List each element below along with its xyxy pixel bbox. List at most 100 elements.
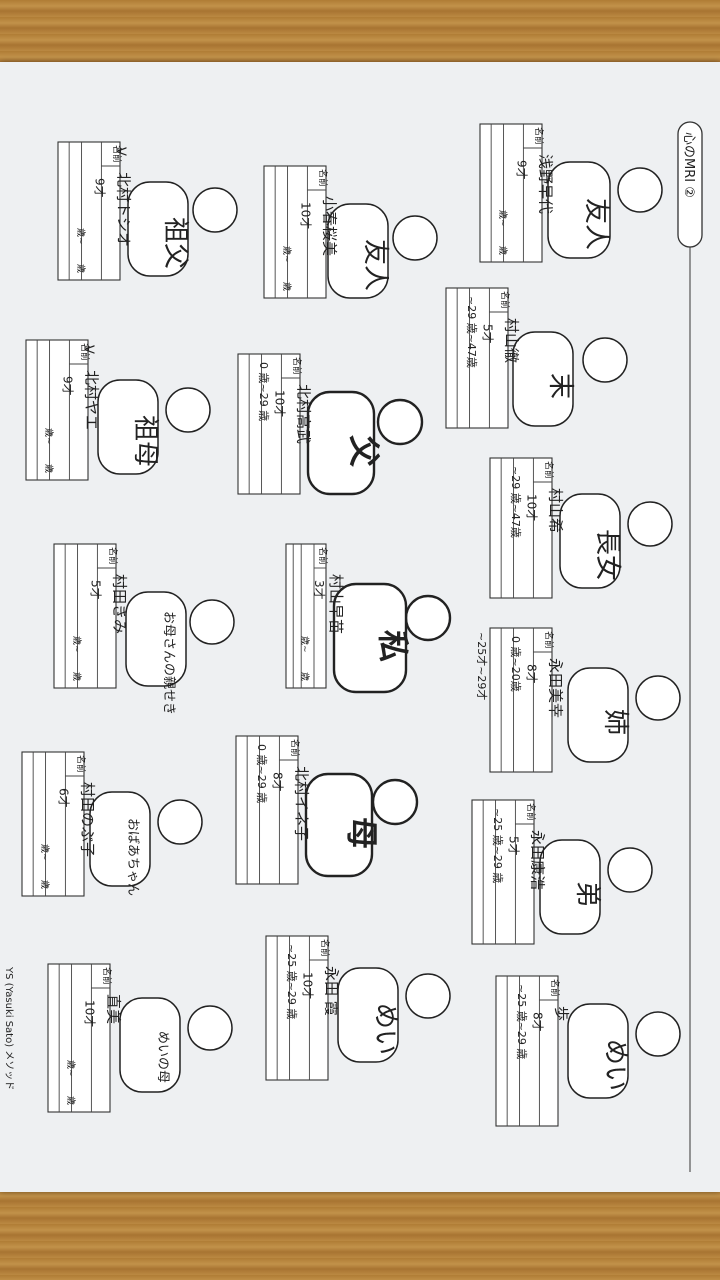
person-name: 北村トシオ xyxy=(114,172,132,247)
figure-role-label: おばあちゃん xyxy=(125,818,140,896)
age-range: 0 歳~29 歳 xyxy=(255,744,268,803)
person-age: 8才 xyxy=(531,1012,545,1032)
person-name: 村田のぶ子 xyxy=(78,782,96,857)
person-age: 10才 xyxy=(301,972,315,999)
figure-body xyxy=(337,967,399,1063)
person-age: 6才 xyxy=(57,788,71,808)
check-mark: V xyxy=(80,345,95,354)
age-from-label: 歳~ xyxy=(43,428,55,445)
person-name: 村山徹 xyxy=(502,318,520,363)
name-label: 名前 xyxy=(319,939,331,957)
person-age: 9才 xyxy=(515,160,529,180)
figure-body xyxy=(97,379,159,475)
figure-body xyxy=(304,772,374,878)
figure-head xyxy=(157,799,203,845)
figure-head xyxy=(635,675,681,721)
person-age: 10才 xyxy=(299,202,313,229)
person-age: 10才 xyxy=(525,494,539,521)
age-range: ~25 歳~29 歳 xyxy=(515,984,528,1059)
person-name: 永田 霞 xyxy=(322,966,340,1016)
person-name: 村山希 xyxy=(546,488,564,533)
figure-body xyxy=(89,791,151,887)
person-name: 村田きみ xyxy=(110,574,128,634)
figure-role-label: 姉 xyxy=(600,709,630,735)
figures-layer: 友人名前浅野早代9才歳~歳友人名前小春桜美10才歳~歳祖父名前北村トシオ9才歳~… xyxy=(21,123,681,1127)
person-name: 村山早苗 xyxy=(327,574,345,634)
name-label: 名前 xyxy=(317,547,329,565)
person-age: 9才 xyxy=(93,178,107,198)
age-from-label: 歳~ xyxy=(39,844,51,861)
person-age: 5才 xyxy=(481,324,495,344)
figure-role-label: 末 xyxy=(545,373,575,399)
figure-body xyxy=(567,1003,629,1099)
figure-body xyxy=(127,181,189,277)
figure-role-label: 弟 xyxy=(572,881,602,907)
figure-body xyxy=(512,331,574,427)
header: 心のMRI ② xyxy=(677,121,703,1172)
figure-role-label: 友人 xyxy=(581,198,611,250)
age-to-label: 歳 xyxy=(281,282,293,291)
person-age: 10才 xyxy=(273,390,287,417)
age-to-label: 歳 xyxy=(71,672,83,681)
figure-role-label: めいの母 xyxy=(155,1031,170,1083)
person-age: 5才 xyxy=(89,580,103,600)
person-name: 歩 xyxy=(552,1006,570,1021)
person-name: 小春桜美 xyxy=(320,196,338,256)
age-range: ~29 歳~47歳 xyxy=(509,466,522,538)
figure-body xyxy=(125,591,187,687)
figure-body xyxy=(539,839,601,935)
age-from-label: 歳~ xyxy=(71,636,83,653)
figure-head xyxy=(189,599,235,645)
person-age: 5才 xyxy=(507,836,521,856)
figure-role-label: お母さんの親せき xyxy=(161,611,176,715)
figure-body xyxy=(547,161,611,259)
age-to-label: 歳 xyxy=(39,880,51,889)
figure-role-label: 母 xyxy=(343,817,381,849)
age-range: 0 歳~29 歳 xyxy=(257,362,270,421)
person-name: 永田美幸 xyxy=(546,658,564,718)
name-label: 名前 xyxy=(75,755,87,773)
figure-body xyxy=(306,390,376,496)
age-to-label: 歳 xyxy=(65,1096,77,1105)
figure-role-label: 友人 xyxy=(360,239,390,291)
figure-head xyxy=(582,337,628,383)
figure-role-label: めい xyxy=(370,1003,400,1055)
name-label: 名前 xyxy=(317,169,329,187)
age-range: ~25 歳~29 歳 xyxy=(285,944,298,1019)
figure-head xyxy=(187,1005,233,1051)
person-age: 9才 xyxy=(61,376,75,396)
figure-body xyxy=(332,582,408,694)
name-label: 名前 xyxy=(525,803,537,821)
person-age: 8才 xyxy=(271,772,285,792)
figure-head xyxy=(607,847,653,893)
figure-head xyxy=(165,387,211,433)
name-label: 名前 xyxy=(549,979,561,997)
age-to-label: 歳 xyxy=(497,246,509,255)
name-label: 名前 xyxy=(107,547,119,565)
figure-head xyxy=(635,1011,681,1057)
age-from-label: 歳~ xyxy=(65,1060,77,1077)
name-label: 名前 xyxy=(291,357,303,375)
name-label: 名前 xyxy=(101,967,113,985)
